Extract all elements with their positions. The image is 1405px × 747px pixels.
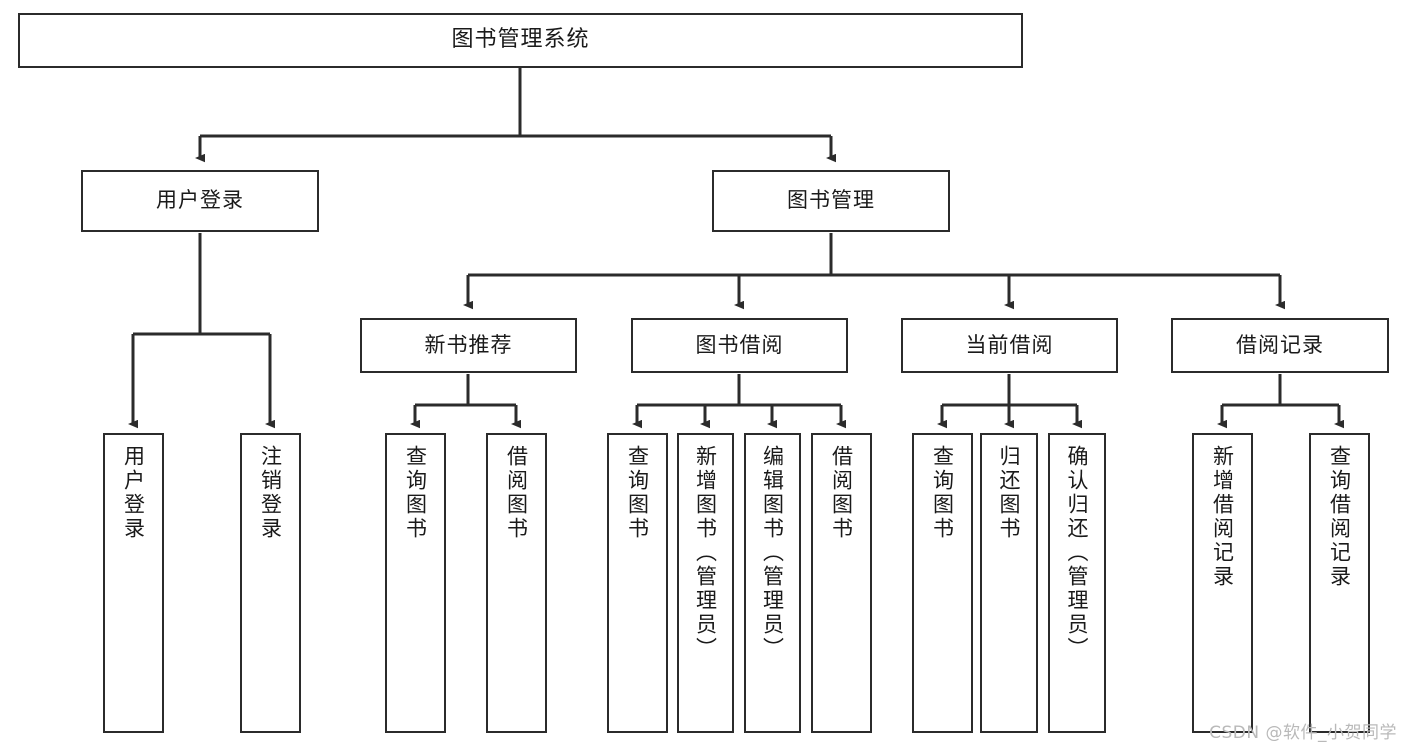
leaf-borrow-record-query[interactable]: 查询借阅记录 [1309, 433, 1370, 733]
leaf-label: 查询图书 [930, 445, 955, 541]
leaf-label: 用户登录 [121, 445, 146, 541]
leaf-label: 查询图书 [403, 445, 428, 541]
leaf-current-borrow-query[interactable]: 查询图书 [912, 433, 973, 733]
leaf-current-borrow-confirm[interactable]: 确认归还（管理员） [1048, 433, 1106, 733]
leaf-book-borrow-query[interactable]: 查询图书 [607, 433, 668, 733]
leaf-label: 编辑图书（管理员） [760, 445, 785, 661]
leaf-current-borrow-return[interactable]: 归还图书 [980, 433, 1038, 733]
leaf-book-borrow-borrow[interactable]: 借阅图书 [811, 433, 872, 733]
leaf-book-borrow-edit[interactable]: 编辑图书（管理员） [744, 433, 801, 733]
leaf-label: 查询借阅记录 [1327, 445, 1352, 589]
leaf-label: 归还图书 [997, 445, 1022, 541]
node-book-management[interactable]: 图书管理 [712, 170, 950, 232]
node-root[interactable]: 图书管理系统 [18, 13, 1023, 68]
node-borrow-record[interactable]: 借阅记录 [1171, 318, 1389, 373]
node-user-login[interactable]: 用户登录 [81, 170, 319, 232]
node-current-borrow[interactable]: 当前借阅 [901, 318, 1118, 373]
leaf-label: 新增图书（管理员） [693, 445, 718, 661]
leaf-label: 确认归还（管理员） [1065, 445, 1090, 661]
leaf-borrow-record-add[interactable]: 新增借阅记录 [1192, 433, 1253, 733]
leaf-label: 新增借阅记录 [1210, 445, 1235, 589]
node-book-borrow[interactable]: 图书借阅 [631, 318, 848, 373]
leaf-new-book-query[interactable]: 查询图书 [385, 433, 446, 733]
leaf-user-login-logout[interactable]: 注销登录 [240, 433, 301, 733]
csdn-watermark: CSDN @软件_小贺同学 [1209, 723, 1397, 743]
leaf-label: 借阅图书 [504, 445, 529, 541]
leaf-label: 查询图书 [625, 445, 650, 541]
leaf-new-book-borrow[interactable]: 借阅图书 [486, 433, 547, 733]
node-new-book-recommend[interactable]: 新书推荐 [360, 318, 577, 373]
leaf-user-login-login[interactable]: 用户登录 [103, 433, 164, 733]
leaf-book-borrow-add[interactable]: 新增图书（管理员） [677, 433, 734, 733]
leaf-label: 注销登录 [258, 445, 283, 541]
leaf-label: 借阅图书 [829, 445, 854, 541]
